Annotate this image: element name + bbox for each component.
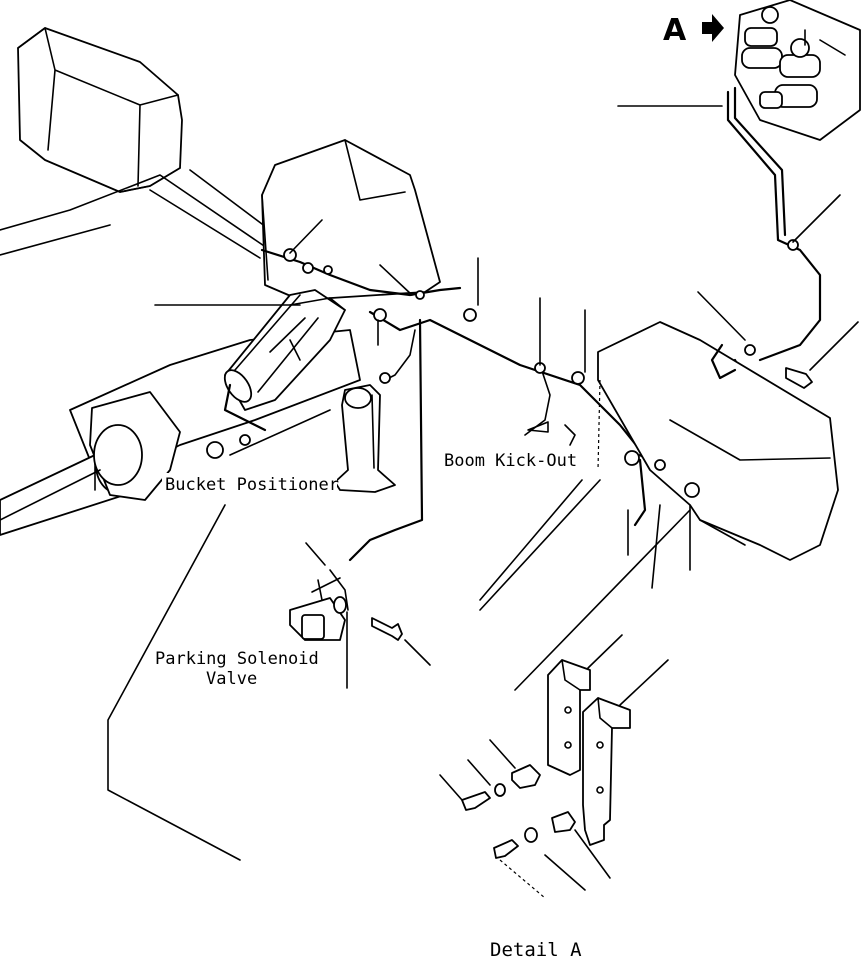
detail-marker-letter: A (663, 13, 687, 48)
detail-a-caption: Detail A (490, 939, 582, 958)
center-panel (261, 139, 441, 301)
bolt-right (785, 367, 813, 389)
valve-block (734, 0, 861, 141)
bucket-positioner-label: Bucket Positioner (165, 475, 339, 495)
harness-connectors (206, 239, 799, 498)
bolt-lower (493, 839, 519, 859)
boom-cylinder (223, 289, 346, 411)
clip-lower (551, 811, 576, 833)
detail-marker: A (663, 13, 724, 48)
horn (334, 384, 396, 493)
bolt-upper (461, 791, 491, 811)
right-arrow-icon (702, 14, 724, 42)
bracket-left (547, 659, 591, 776)
leader-lines (107, 105, 859, 899)
parking-solenoid-valve (289, 569, 349, 641)
labels: Bucket Positioner Boom Kick-Out Parking … (152, 450, 586, 958)
washer-upper (494, 783, 506, 797)
battery-box (17, 27, 183, 193)
right-panel (597, 321, 839, 561)
washer-lower (524, 827, 538, 843)
boom-kick-out-label: Boom Kick-Out (444, 451, 577, 471)
bolt-center (371, 617, 403, 641)
parking-solenoid-label-line1: Parking Solenoid (155, 649, 319, 669)
clip-upper (511, 764, 541, 789)
bracket-right (582, 697, 631, 846)
parking-solenoid-label-line2: Valve (206, 669, 257, 689)
